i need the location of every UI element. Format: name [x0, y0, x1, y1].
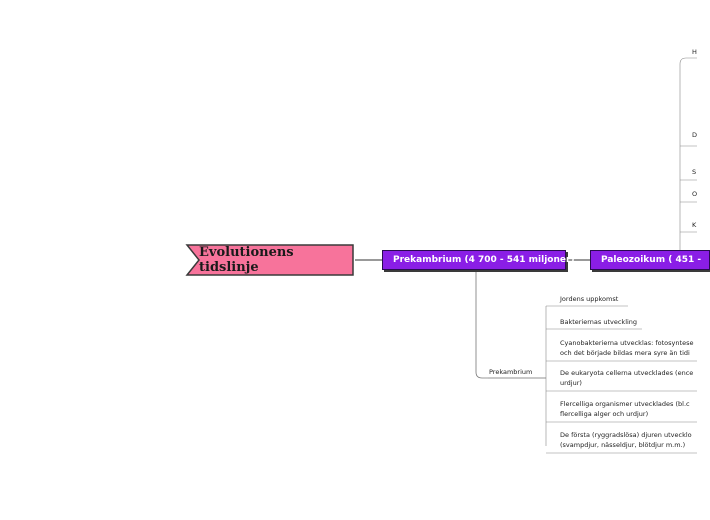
leaf-flercelliga[interactable]: Flercelliga organismer utvecklades (bl.c… [560, 399, 710, 419]
root-node[interactable]: Evolutionens tidslinje [185, 244, 355, 276]
leaf-jordens-uppkomst[interactable]: Jordens uppkomst [560, 294, 710, 304]
paleozoic-branch-initial[interactable]: H [692, 48, 697, 56]
era-node-prekambrium[interactable]: Prekambrium (4 700 - 541 miljoner) [382, 250, 575, 270]
leaf-line: urdjur) [560, 379, 582, 387]
paleozoic-branch-initial[interactable]: S [692, 168, 697, 176]
era-node-paleozoikum[interactable]: Paleozoikum ( 451 - [590, 250, 710, 270]
leaf-line: Bakteriernas utveckling [560, 318, 638, 326]
leaf-line: Flercelliga organismer utvecklades (bl.c [560, 400, 690, 408]
leaf-eukaryota[interactable]: De eukaryota cellerna utvecklades (ence … [560, 368, 710, 388]
leaf-cyanobakterier[interactable]: Cyanobakterierna utvecklas: fotosyntese … [560, 338, 710, 358]
leaf-forsta-djuren[interactable]: De första (ryggradslösa) djuren utvecklo… [560, 430, 710, 450]
leaf-bakterier[interactable]: Bakteriernas utveckling [560, 317, 710, 327]
leaf-line: (svampdjur, nässeldjur, blötdjur m.m.) [560, 441, 686, 449]
paleozoic-branch-initial[interactable]: K [692, 221, 697, 229]
leaf-line: Jordens uppkomst [560, 295, 619, 303]
prekambrium-subnode[interactable]: Prekambrium [489, 368, 533, 376]
paleozoic-branch-initial[interactable]: O [692, 190, 698, 198]
leaf-line: och det började bildas mera syre än tidi [560, 349, 690, 357]
leaf-line: De första (ryggradslösa) djuren utvecklo [560, 431, 692, 439]
root-node-shape [185, 244, 354, 276]
paleozoic-branch-initial[interactable]: D [692, 131, 698, 139]
leaf-line: De eukaryota cellerna utvecklades (ence [560, 369, 694, 377]
leaf-line: Cyanobakterierna utvecklas: fotosyntese [560, 339, 694, 347]
root-title: Evolutionens tidslinje [199, 245, 294, 275]
leaf-line: flercelliga alger och urdjur) [560, 410, 649, 418]
